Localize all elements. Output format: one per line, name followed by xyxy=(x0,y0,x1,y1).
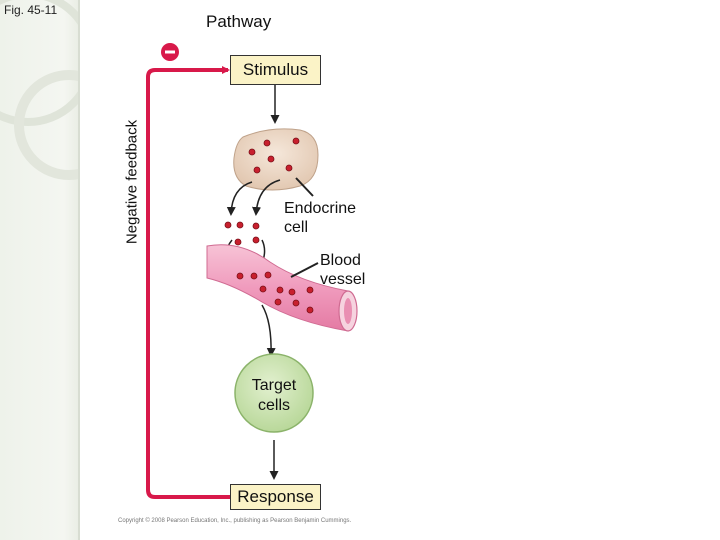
endocrine-pointer-line xyxy=(295,177,314,197)
blood-line-1: Blood xyxy=(320,252,361,269)
stimulus-box: Stimulus xyxy=(230,55,321,85)
blood-vessel-label: Blood vessel xyxy=(320,251,365,289)
stimulus-label: Stimulus xyxy=(242,60,309,79)
target-line-2: cells xyxy=(257,397,290,414)
target-cells-label: Target cells xyxy=(234,376,314,416)
blood-pointer-line xyxy=(290,262,319,278)
minus-bar xyxy=(165,50,175,54)
diagram-title: Pathway xyxy=(206,12,272,31)
vessel-lumen xyxy=(344,298,352,324)
sidebar-edge xyxy=(78,0,80,540)
feedback-line xyxy=(146,66,268,499)
endocrine-line-1: Endocrine xyxy=(284,200,357,217)
secretion-arrow-left xyxy=(226,181,253,216)
arrow-vessel-to-target xyxy=(261,304,276,357)
slide-sidebar: Fig. 45-11 xyxy=(0,0,80,540)
target-cells xyxy=(234,353,314,433)
response-box: Response xyxy=(230,484,321,510)
hormone-dots-vessel xyxy=(236,271,314,314)
negative-feedback-label: Negative feedback xyxy=(123,119,141,245)
figure-label: Fig. 45-11 xyxy=(4,3,58,17)
copyright-notice: Copyright © 2008 Pearson Education, Inc.… xyxy=(118,518,352,524)
hormone-dots-cell xyxy=(248,137,300,174)
response-label: Response xyxy=(237,487,314,506)
target-line-1: Target xyxy=(251,377,297,394)
blood-line-2: vessel xyxy=(320,271,366,288)
endocrine-line-2: cell xyxy=(284,219,309,236)
hormone-dots-free xyxy=(224,221,260,246)
secretion-arrow-right xyxy=(252,179,281,216)
endocrine-cell-label: Endocrine cell xyxy=(284,199,356,237)
decorative-ring xyxy=(14,70,80,180)
